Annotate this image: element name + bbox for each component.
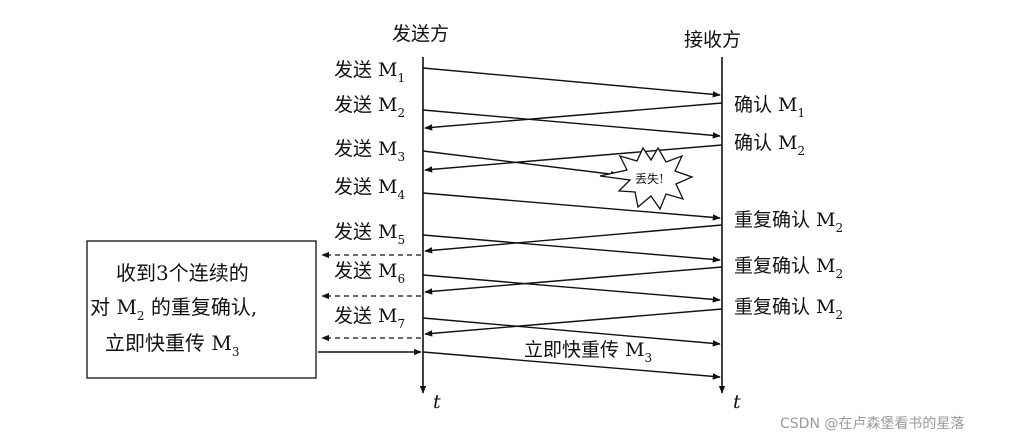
- sender-title: 发送方: [392, 23, 449, 45]
- segment-m7-arrow: [422, 317, 721, 347]
- receiver-title: 接收方: [684, 29, 741, 51]
- note-line-3: 立即快重传 M3: [105, 331, 239, 359]
- send-m6-label: 发送 M6: [334, 260, 405, 286]
- segment-m3-arrow: [422, 150, 619, 178]
- ack-m2-arrow: [424, 144, 723, 173]
- send-m3-label: 发送 M3: [334, 138, 405, 164]
- ack-m2-label: 确认 M2: [734, 132, 805, 158]
- dup-ack-2-label: 重复确认 M2: [734, 255, 843, 281]
- dup-ack-1-arrow: [424, 224, 723, 254]
- retransmit-label: 立即快重传 M3: [524, 339, 652, 365]
- ack-m1-label: 确认 M1: [734, 94, 805, 120]
- segment-m1-arrow: [422, 67, 721, 98]
- send-m5-label: 发送 M5: [334, 221, 405, 247]
- segment-m6-arrow: [422, 274, 721, 303]
- dup-ack-3-label: 重复确认 M2: [734, 296, 843, 322]
- dup-ack-3-arrow: [424, 308, 723, 337]
- retransmit-m3-arrow: [422, 351, 721, 380]
- csdn-watermark: CSDN @在卢森堡看书的星落: [780, 416, 964, 432]
- receiver-time-axis-label: t: [733, 391, 741, 413]
- send-m2-label: 发送 M2: [334, 94, 405, 120]
- ack-m1-arrow: [424, 102, 723, 131]
- segment-m4-arrow: [422, 192, 721, 221]
- segment-m2-arrow: [422, 109, 721, 139]
- loss-burst-icon: 丢失!: [599, 146, 694, 211]
- note-line-2: 对 M2 的重复确认,: [90, 295, 257, 323]
- loss-label: 丢失!: [635, 171, 664, 186]
- dup-ack-1-label: 重复确认 M2: [734, 209, 843, 235]
- fast-retransmit-note-box: 收到3个连续的 对 M2 的重复确认, 立即快重传 M3: [86, 240, 317, 379]
- note-line-1: 收到3个连续的: [116, 261, 249, 285]
- send-m4-label: 发送 M4: [334, 176, 406, 202]
- sender-time-axis-label: t: [433, 391, 441, 413]
- dup-ack-2-arrow: [424, 266, 723, 295]
- segment-m5-arrow: [422, 234, 721, 263]
- send-m1-label: 发送 M1: [334, 59, 405, 85]
- send-m7-label: 发送 M7: [334, 305, 405, 331]
